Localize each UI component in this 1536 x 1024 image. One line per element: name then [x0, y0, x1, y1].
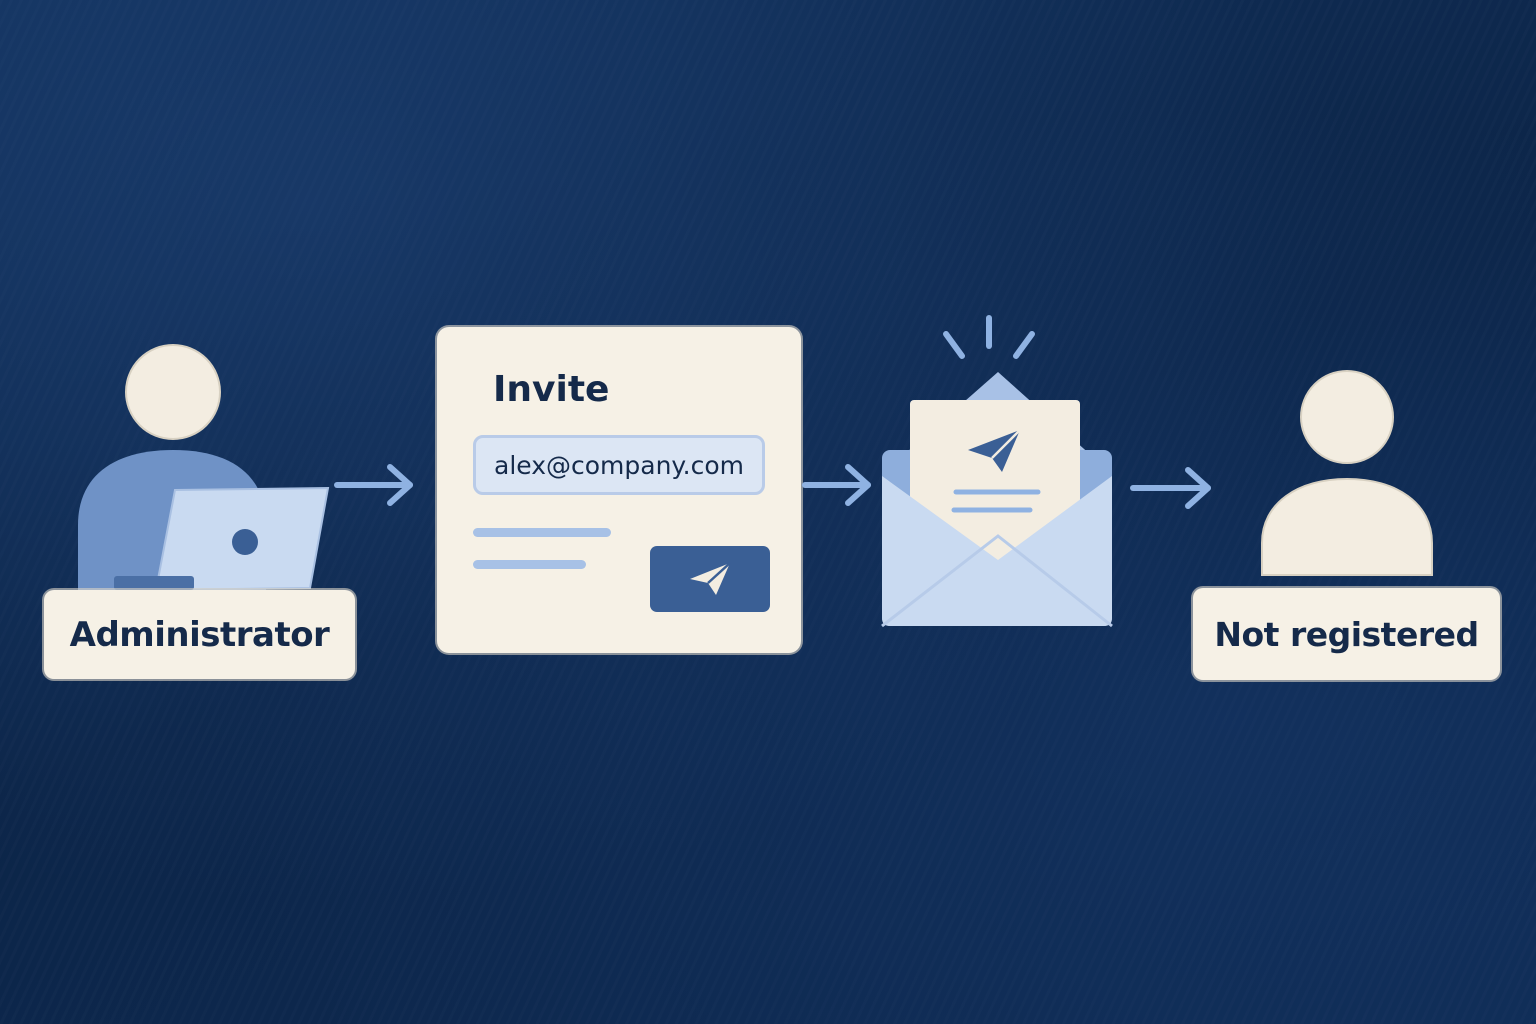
arrow-right-icon	[802, 464, 871, 506]
user-icon	[1261, 370, 1433, 576]
administrator-node: Administrator	[40, 340, 370, 690]
arrow-right-icon	[334, 464, 413, 506]
send-button[interactable]	[650, 546, 770, 612]
email-value: alex@company.com	[494, 450, 744, 480]
email-field[interactable]: alex@company.com	[473, 435, 765, 495]
invite-title: Invite	[493, 369, 610, 410]
not-registered-label: Not registered	[1193, 588, 1500, 680]
placeholder-line	[473, 528, 611, 537]
arrow-right-icon	[1130, 467, 1211, 509]
laptop-icon	[114, 486, 330, 592]
invite-card: Invite alex@company.com	[437, 327, 801, 653]
administrator-label: Administrator	[44, 590, 355, 679]
envelope-with-letter-icon	[881, 315, 1113, 628]
paper-plane-icon	[690, 562, 731, 595]
recipient-node: Not registered	[1190, 365, 1505, 687]
placeholder-line	[473, 560, 586, 569]
